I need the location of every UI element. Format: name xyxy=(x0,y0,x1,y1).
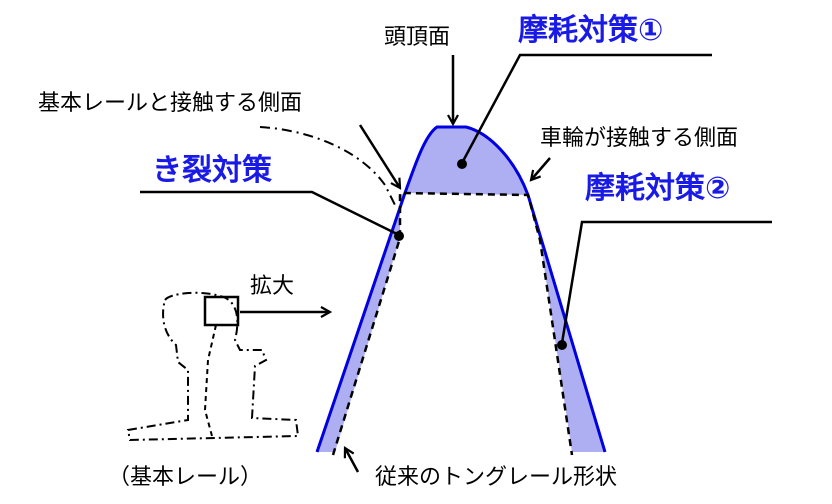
enlarge-label: 拡大 xyxy=(250,274,294,299)
wear2-leader xyxy=(560,220,772,344)
stock-rail-contact-label: 基本レールと接触する側面 xyxy=(38,91,302,116)
stock-rail-profile xyxy=(126,291,300,442)
wear-measure-2-label: 摩耗対策② xyxy=(585,171,730,206)
conventional-arrow xyxy=(345,448,360,473)
tongue-rail-profile xyxy=(203,324,217,437)
crack-measure-label: き裂対策 xyxy=(152,153,272,188)
enlarge-box xyxy=(203,295,240,327)
crown-wear-area xyxy=(405,127,528,195)
stock-rail-edge xyxy=(259,126,396,206)
stock-rail-label: （基本レール） xyxy=(108,465,262,490)
wear-measure-1-label: 摩耗対策① xyxy=(518,13,663,48)
wear1-leader xyxy=(460,53,712,164)
stock-contact-arrow xyxy=(358,124,400,188)
improved-rail-outline xyxy=(315,125,607,453)
conventional-rail-outline xyxy=(331,191,574,456)
crack-leader xyxy=(140,190,400,237)
wheel-contact-arrow xyxy=(531,157,551,180)
crown-face-label: 頭頂面 xyxy=(384,25,450,50)
wheel-contact-label: 車輪が接触する側面 xyxy=(540,126,738,151)
conventional-shape-label: 従来のトングレール形状 xyxy=(375,465,617,490)
